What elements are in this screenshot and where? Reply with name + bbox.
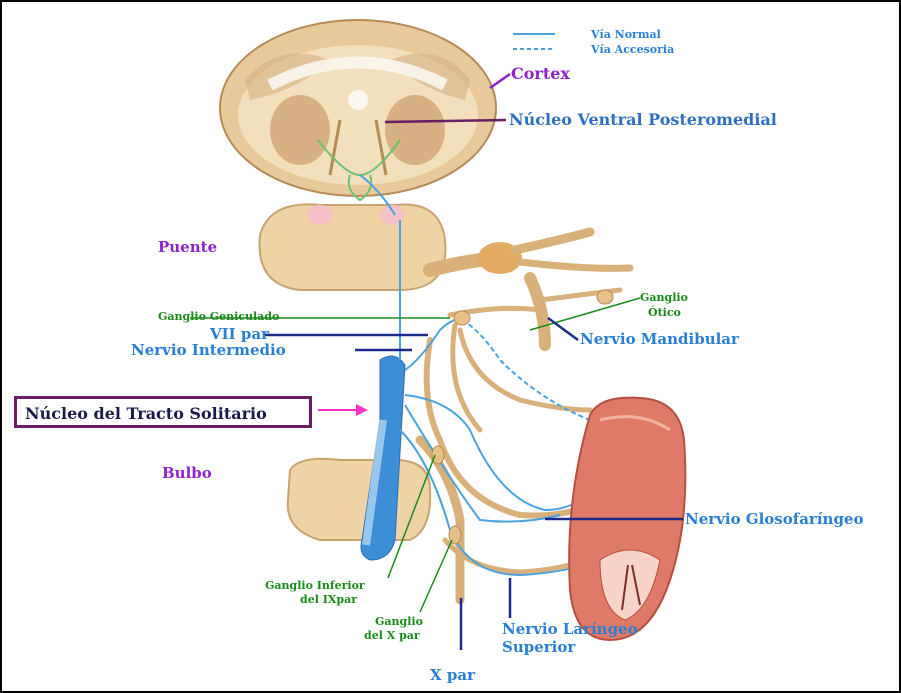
medulla: [288, 459, 430, 540]
label-nucleo-tracto-solitario: Núcleo del Tracto Solitario: [25, 404, 267, 423]
label-bulbo: Bulbo: [162, 466, 212, 481]
label-nervio-mandibular: Nervio Mandibular: [580, 332, 739, 347]
brain-coronal-section: [220, 20, 496, 200]
label-nervio-glosofaringeo: Nervio Glosofaríngeo: [685, 512, 863, 527]
label-ganglio-otico-1: Ganglio: [640, 292, 688, 303]
legend-label-normal: Vía Normal: [591, 28, 661, 41]
label-cortex: Cortex: [511, 66, 570, 82]
label-ganglio-geniculado: Ganglio Geniculado: [158, 311, 279, 322]
label-laringeo-2: Superior: [502, 640, 575, 655]
label-laringeo-1: Nervio Laríngeo: [502, 622, 638, 637]
pons: [260, 204, 446, 290]
label-vpm: Núcleo Ventral Posteromedial: [509, 112, 777, 128]
label-puente: Puente: [158, 240, 217, 255]
label-ganglio-otico-2: Ótico: [648, 307, 681, 318]
legend-label-accessory: Vía Accesoria: [591, 43, 674, 56]
label-ganglio-inferior-2: del IXpar: [300, 594, 357, 605]
inferior-ganglion-ix: [432, 446, 444, 464]
otic-ganglion: [597, 290, 613, 304]
nts-arrow: [318, 404, 368, 416]
geniculate-ganglion: [454, 311, 470, 325]
label-ganglio-x-1: Ganglio: [375, 616, 423, 627]
label-x-par: X par: [430, 668, 475, 683]
label-vii-par: VII par: [210, 327, 269, 342]
label-ganglio-inferior-1: Ganglio Inferior: [265, 580, 365, 591]
nts-label-box: Núcleo del Tracto Solitario: [14, 396, 312, 428]
label-ganglio-x-2: del X par: [364, 630, 420, 641]
label-nervio-intermedio: Nervio Intermedio: [131, 343, 286, 358]
